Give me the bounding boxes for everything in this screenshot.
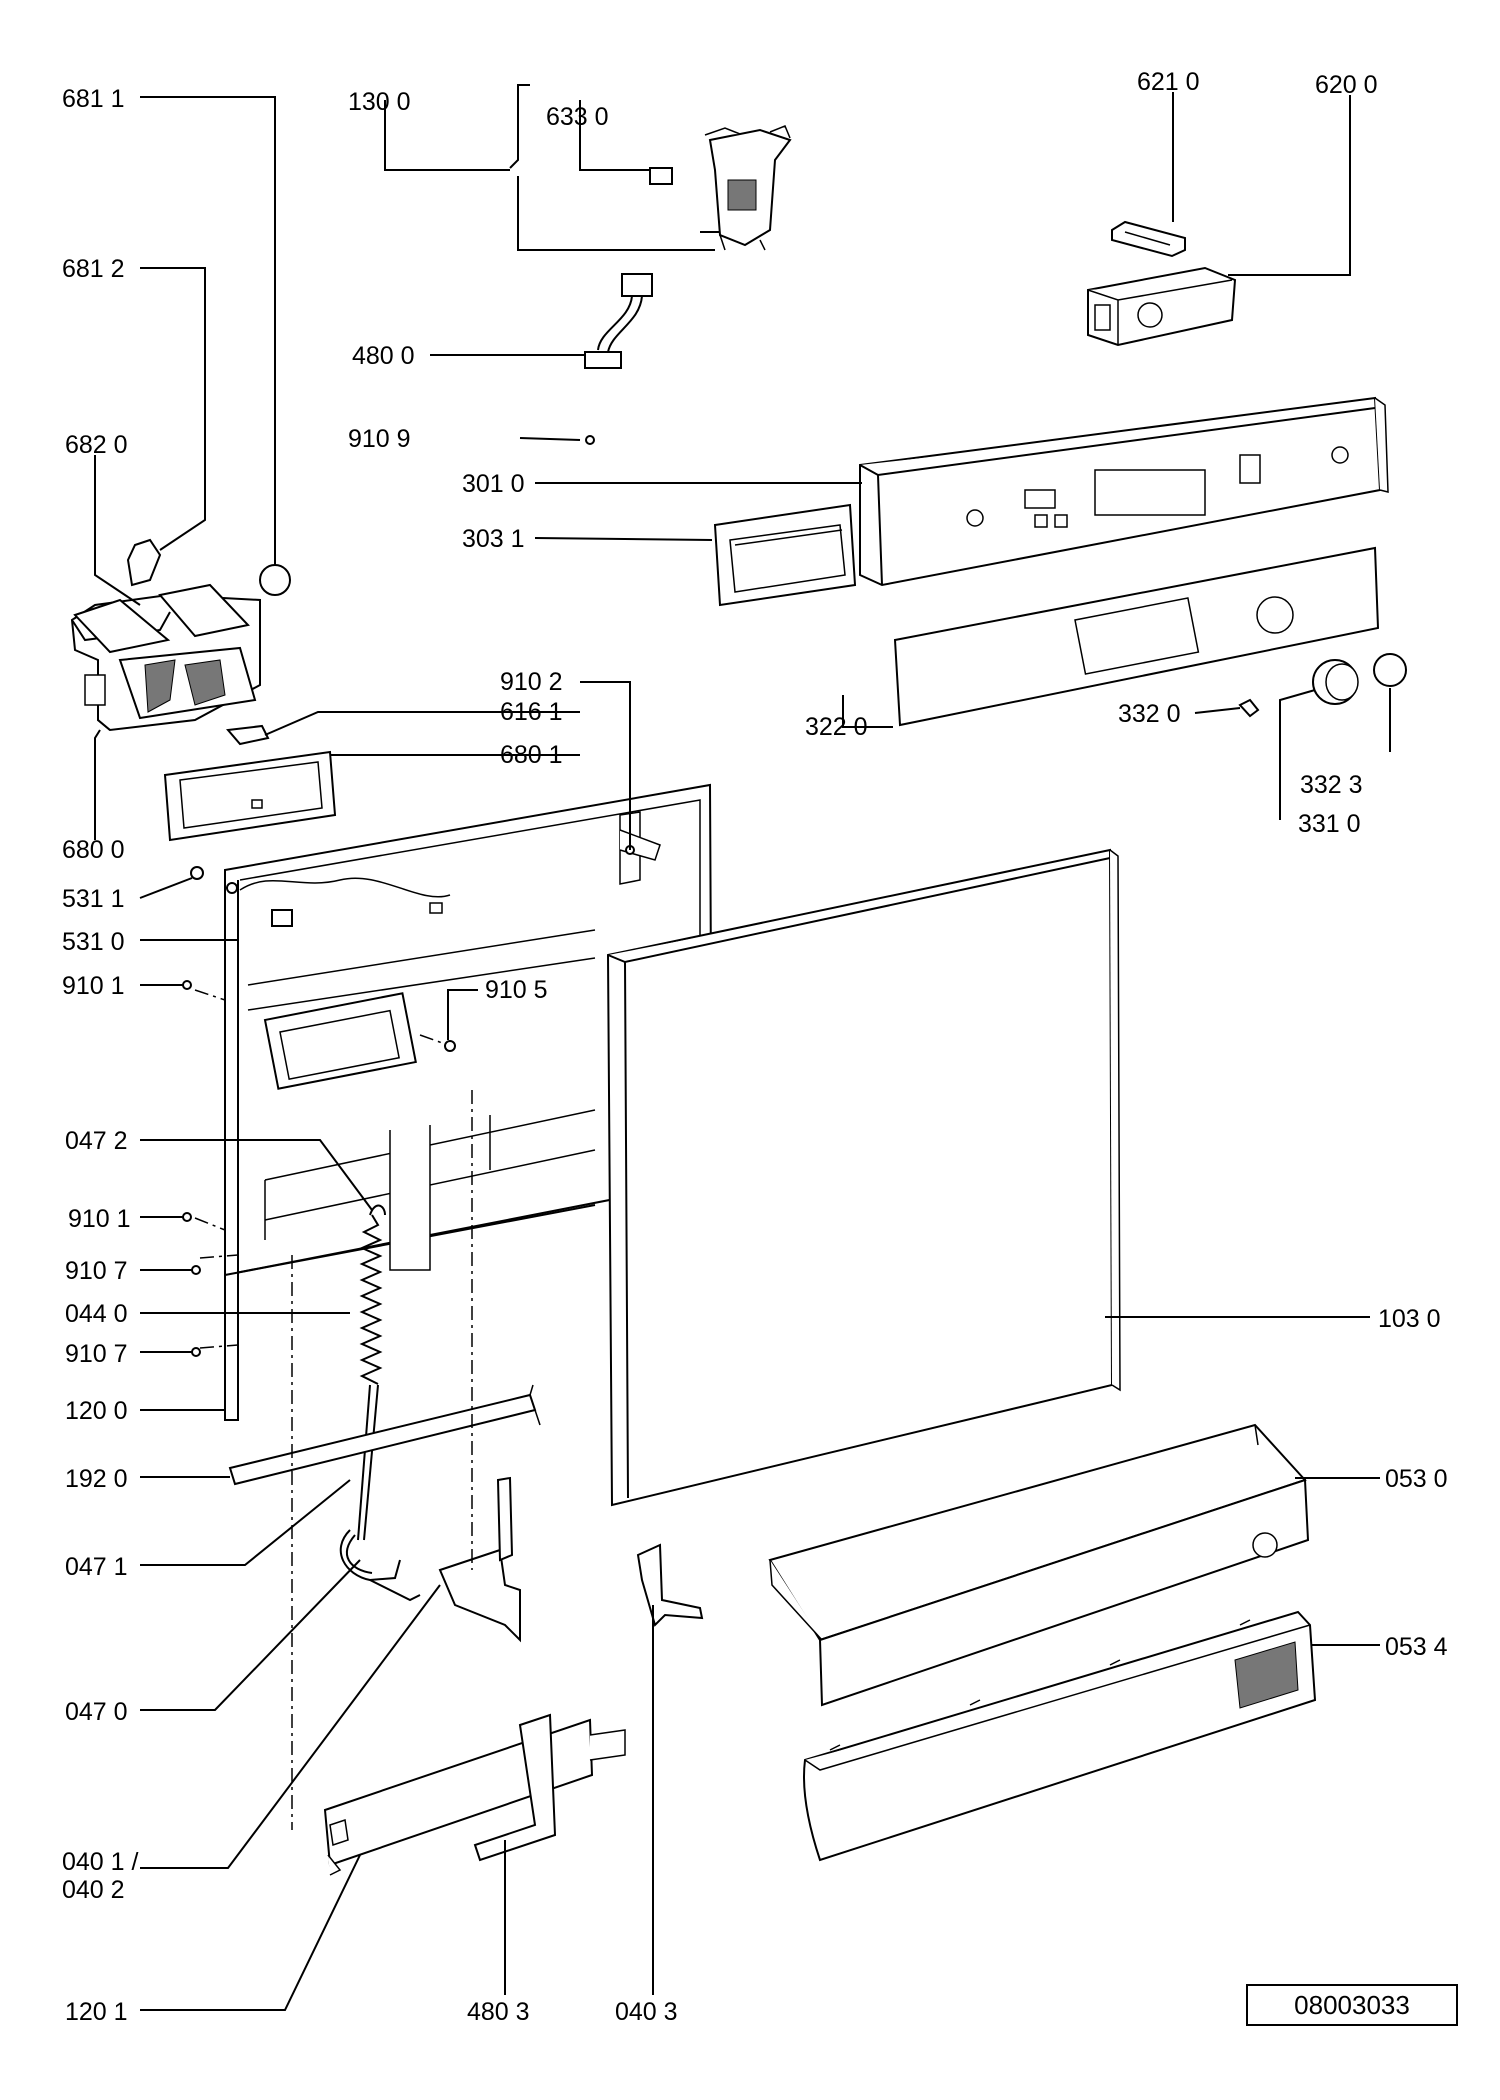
label-1920: 192 0: [65, 1465, 128, 1493]
screw-9101a: [182, 980, 192, 990]
label-9107b: 910 7: [65, 1340, 128, 1368]
screw-9107b: [191, 1347, 201, 1357]
small-module-6210: [1111, 220, 1186, 258]
screw-9101b: [182, 1212, 192, 1222]
plinth-bracket-0530: [768, 1423, 1310, 1707]
screw-9109: [585, 435, 595, 445]
door-spring: [357, 1204, 386, 1541]
label-0530: 053 0: [1385, 1465, 1448, 1493]
assembly-line-3: [194, 989, 226, 1001]
label-6811: 681 1: [62, 85, 125, 113]
label-3310: 331 0: [1298, 810, 1361, 838]
label-6820: 682 0: [65, 431, 128, 459]
label-1300: 130 0: [348, 88, 411, 116]
label-9102: 910 2: [500, 668, 563, 696]
screw-9105: [444, 1040, 456, 1052]
label-0403: 040 3: [615, 1998, 678, 2026]
label-3320: 332 0: [1118, 700, 1181, 728]
label-4800: 480 0: [352, 342, 415, 370]
rail-1920: [228, 1384, 541, 1486]
label-0470: 047 0: [65, 1698, 128, 1726]
fascia-panel-3220: [893, 546, 1380, 727]
label-5310: 531 0: [62, 928, 125, 956]
label-3010: 301 0: [462, 470, 525, 498]
label-6210: 621 0: [1137, 68, 1200, 96]
label-1200: 120 0: [65, 1397, 128, 1425]
screw-9107a: [191, 1265, 201, 1275]
label-1030: 103 0: [1378, 1305, 1441, 1333]
round-cap-6811: [259, 564, 291, 596]
bracket-0403: [636, 1543, 704, 1627]
label-9101b: 910 1: [68, 1205, 131, 1233]
reference-number: 08003033: [1294, 1990, 1410, 2020]
label-9105: 910 5: [485, 976, 548, 1004]
label-0401: 040 1 /: [62, 1848, 139, 1876]
leader-lines: [94, 84, 1391, 2011]
electronic-module-6200: [1087, 266, 1237, 347]
label-1201: 120 1: [65, 1998, 128, 2026]
label-0472: 047 2: [65, 1127, 128, 1155]
control-panel-3010: [859, 396, 1389, 587]
clip-6812: [126, 538, 162, 587]
reference-number-box: 08003033: [1246, 1984, 1458, 2026]
button-3320: [1238, 698, 1260, 718]
screw-5311: [190, 866, 204, 880]
label-4803: 480 3: [467, 1998, 530, 2026]
label-3323: 332 3: [1300, 771, 1363, 799]
label-9107a: 910 7: [65, 1257, 128, 1285]
label-3220: 322 0: [805, 713, 868, 741]
label-9109: 910 9: [348, 425, 411, 453]
lower-door-parts: [323, 1713, 626, 1876]
label-0534: 053 4: [1385, 1633, 1448, 1661]
label-6812: 681 2: [62, 255, 125, 283]
label-6801: 680 1: [500, 741, 563, 769]
knob-cap-3323: [1373, 653, 1407, 687]
label-5311: 531 1: [62, 885, 125, 913]
assembly-line-5: [419, 1034, 449, 1046]
dispenser-gasket: [163, 750, 337, 842]
door-lock-assembly: [649, 125, 792, 251]
label-0402: 040 2: [62, 1876, 125, 1904]
label-0440: 044 0: [65, 1300, 128, 1328]
detergent-dispenser: [70, 583, 261, 732]
assembly-line-6: [199, 1254, 239, 1349]
assembly-line-4: [194, 1217, 226, 1231]
kickplate-0534: [803, 1610, 1317, 1862]
label-6800: 680 0: [62, 836, 125, 864]
label-3031: 303 1: [462, 525, 525, 553]
label-6161: 616 1: [500, 698, 563, 726]
small-part-6161: [226, 724, 270, 746]
label-9101a: 910 1: [62, 972, 125, 1000]
outer-door-1030: [606, 848, 1121, 1507]
knob-3310: [1312, 659, 1359, 705]
label-6200: 620 0: [1315, 71, 1378, 99]
wire-harness: [584, 273, 653, 369]
label-0471: 047 1: [65, 1553, 128, 1581]
dispenser-cover-3031: [713, 503, 857, 607]
hinge-bracket: [339, 1476, 521, 1643]
label-6330: 633 0: [546, 103, 609, 131]
